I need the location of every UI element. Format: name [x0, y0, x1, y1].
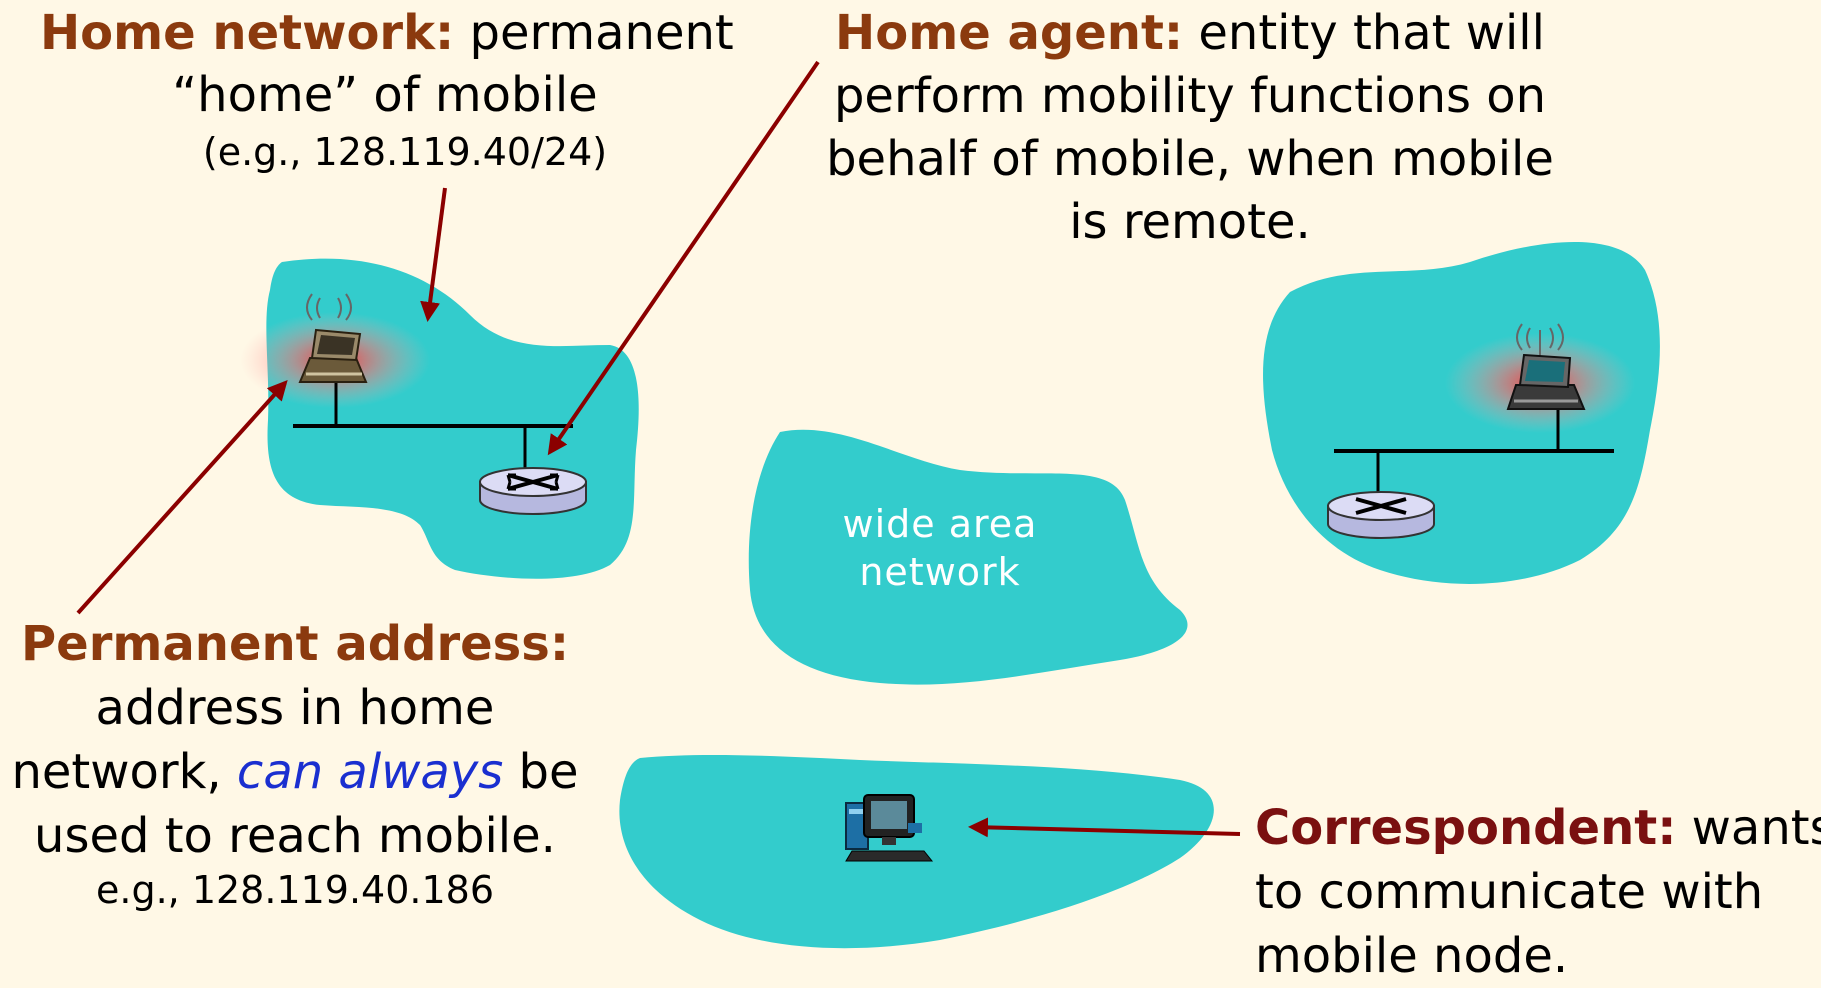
permanent-address-line2-post: be [518, 744, 579, 800]
home-agent-label: Home agent: entity that will perform mob… [800, 2, 1580, 254]
router-icon [479, 467, 587, 515]
wide-area-network-cloud [748, 429, 1188, 685]
correspondent-arrow [968, 817, 1241, 838]
home-agent-line2: perform mobility functions on [833, 68, 1547, 124]
home-network-label: Home network: permanent “home” of mobile [40, 2, 734, 126]
correspondent-line2: to communicate with [1255, 864, 1764, 920]
permanent-address-term: Permanent address: [20, 616, 570, 672]
home-network-line1: permanent [469, 5, 734, 61]
permanent-address-emphasis: can always [236, 744, 504, 800]
home-agent-line3: behalf of mobile, when mobile [826, 131, 1554, 187]
home-network-cloud [266, 258, 639, 579]
home-network-example: (e.g., 128.119.40/24) [202, 130, 608, 174]
home-agent-arrow [547, 60, 820, 456]
home-agent-term: Home agent: [835, 5, 1184, 61]
desktop-computer-icon [845, 794, 934, 862]
permanent-address-line1: address in home [95, 680, 495, 736]
wan-label: wide area network [810, 500, 1070, 596]
correspondent-term: Correspondent: [1255, 800, 1677, 856]
home-network-arrow [420, 187, 447, 322]
laptop-icon [1506, 353, 1586, 410]
permanent-address-example: e.g., 128.119.40.186 [96, 868, 494, 912]
correspondent-label: Correspondent: wants to communicate with… [1255, 796, 1821, 988]
home-agent-line1: entity that will [1198, 5, 1545, 61]
wireless-signal-icon [306, 293, 352, 321]
router-icon [1327, 491, 1435, 539]
permanent-address-line2-pre: network, [11, 744, 222, 800]
laptop-icon [298, 328, 368, 383]
correspondent-line3: mobile node. [1255, 928, 1569, 984]
home-network-line2: “home” of mobile [172, 67, 598, 123]
correspondent-line1: wants [1691, 800, 1821, 856]
home-agent-line4: is remote. [1069, 194, 1311, 250]
wan-line2: network [859, 550, 1021, 594]
wireless-signal-icon [1516, 323, 1564, 358]
permanent-address-label: Permanent address: address in home netwo… [0, 612, 590, 868]
permanent-address-arrow [76, 380, 288, 615]
permanent-address-line3: used to reach mobile. [34, 808, 556, 864]
home-network-term: Home network: [40, 5, 455, 61]
wan-line1: wide area [842, 502, 1038, 546]
